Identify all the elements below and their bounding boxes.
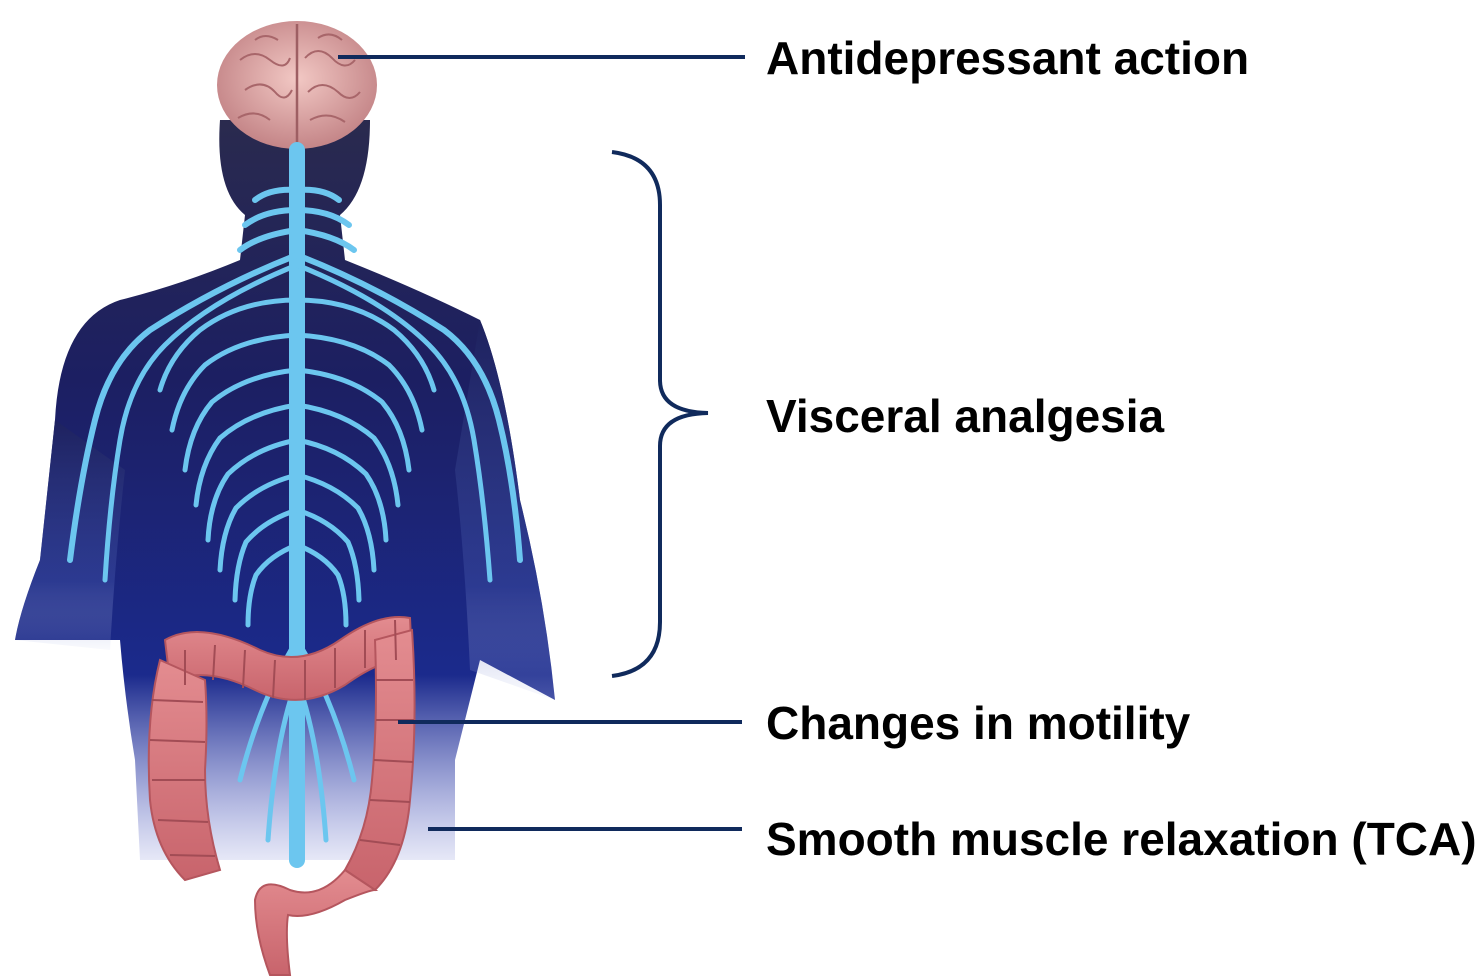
label-antidepressant-action: Antidepressant action [766, 35, 1249, 81]
label-smooth-muscle-relaxation: Smooth muscle relaxation (TCA) [766, 816, 1477, 862]
brain-icon [217, 21, 377, 149]
brace-visceral [612, 152, 708, 676]
label-visceral-analgesia: Visceral analgesia [766, 393, 1164, 439]
label-changes-in-motility: Changes in motility [766, 700, 1190, 746]
